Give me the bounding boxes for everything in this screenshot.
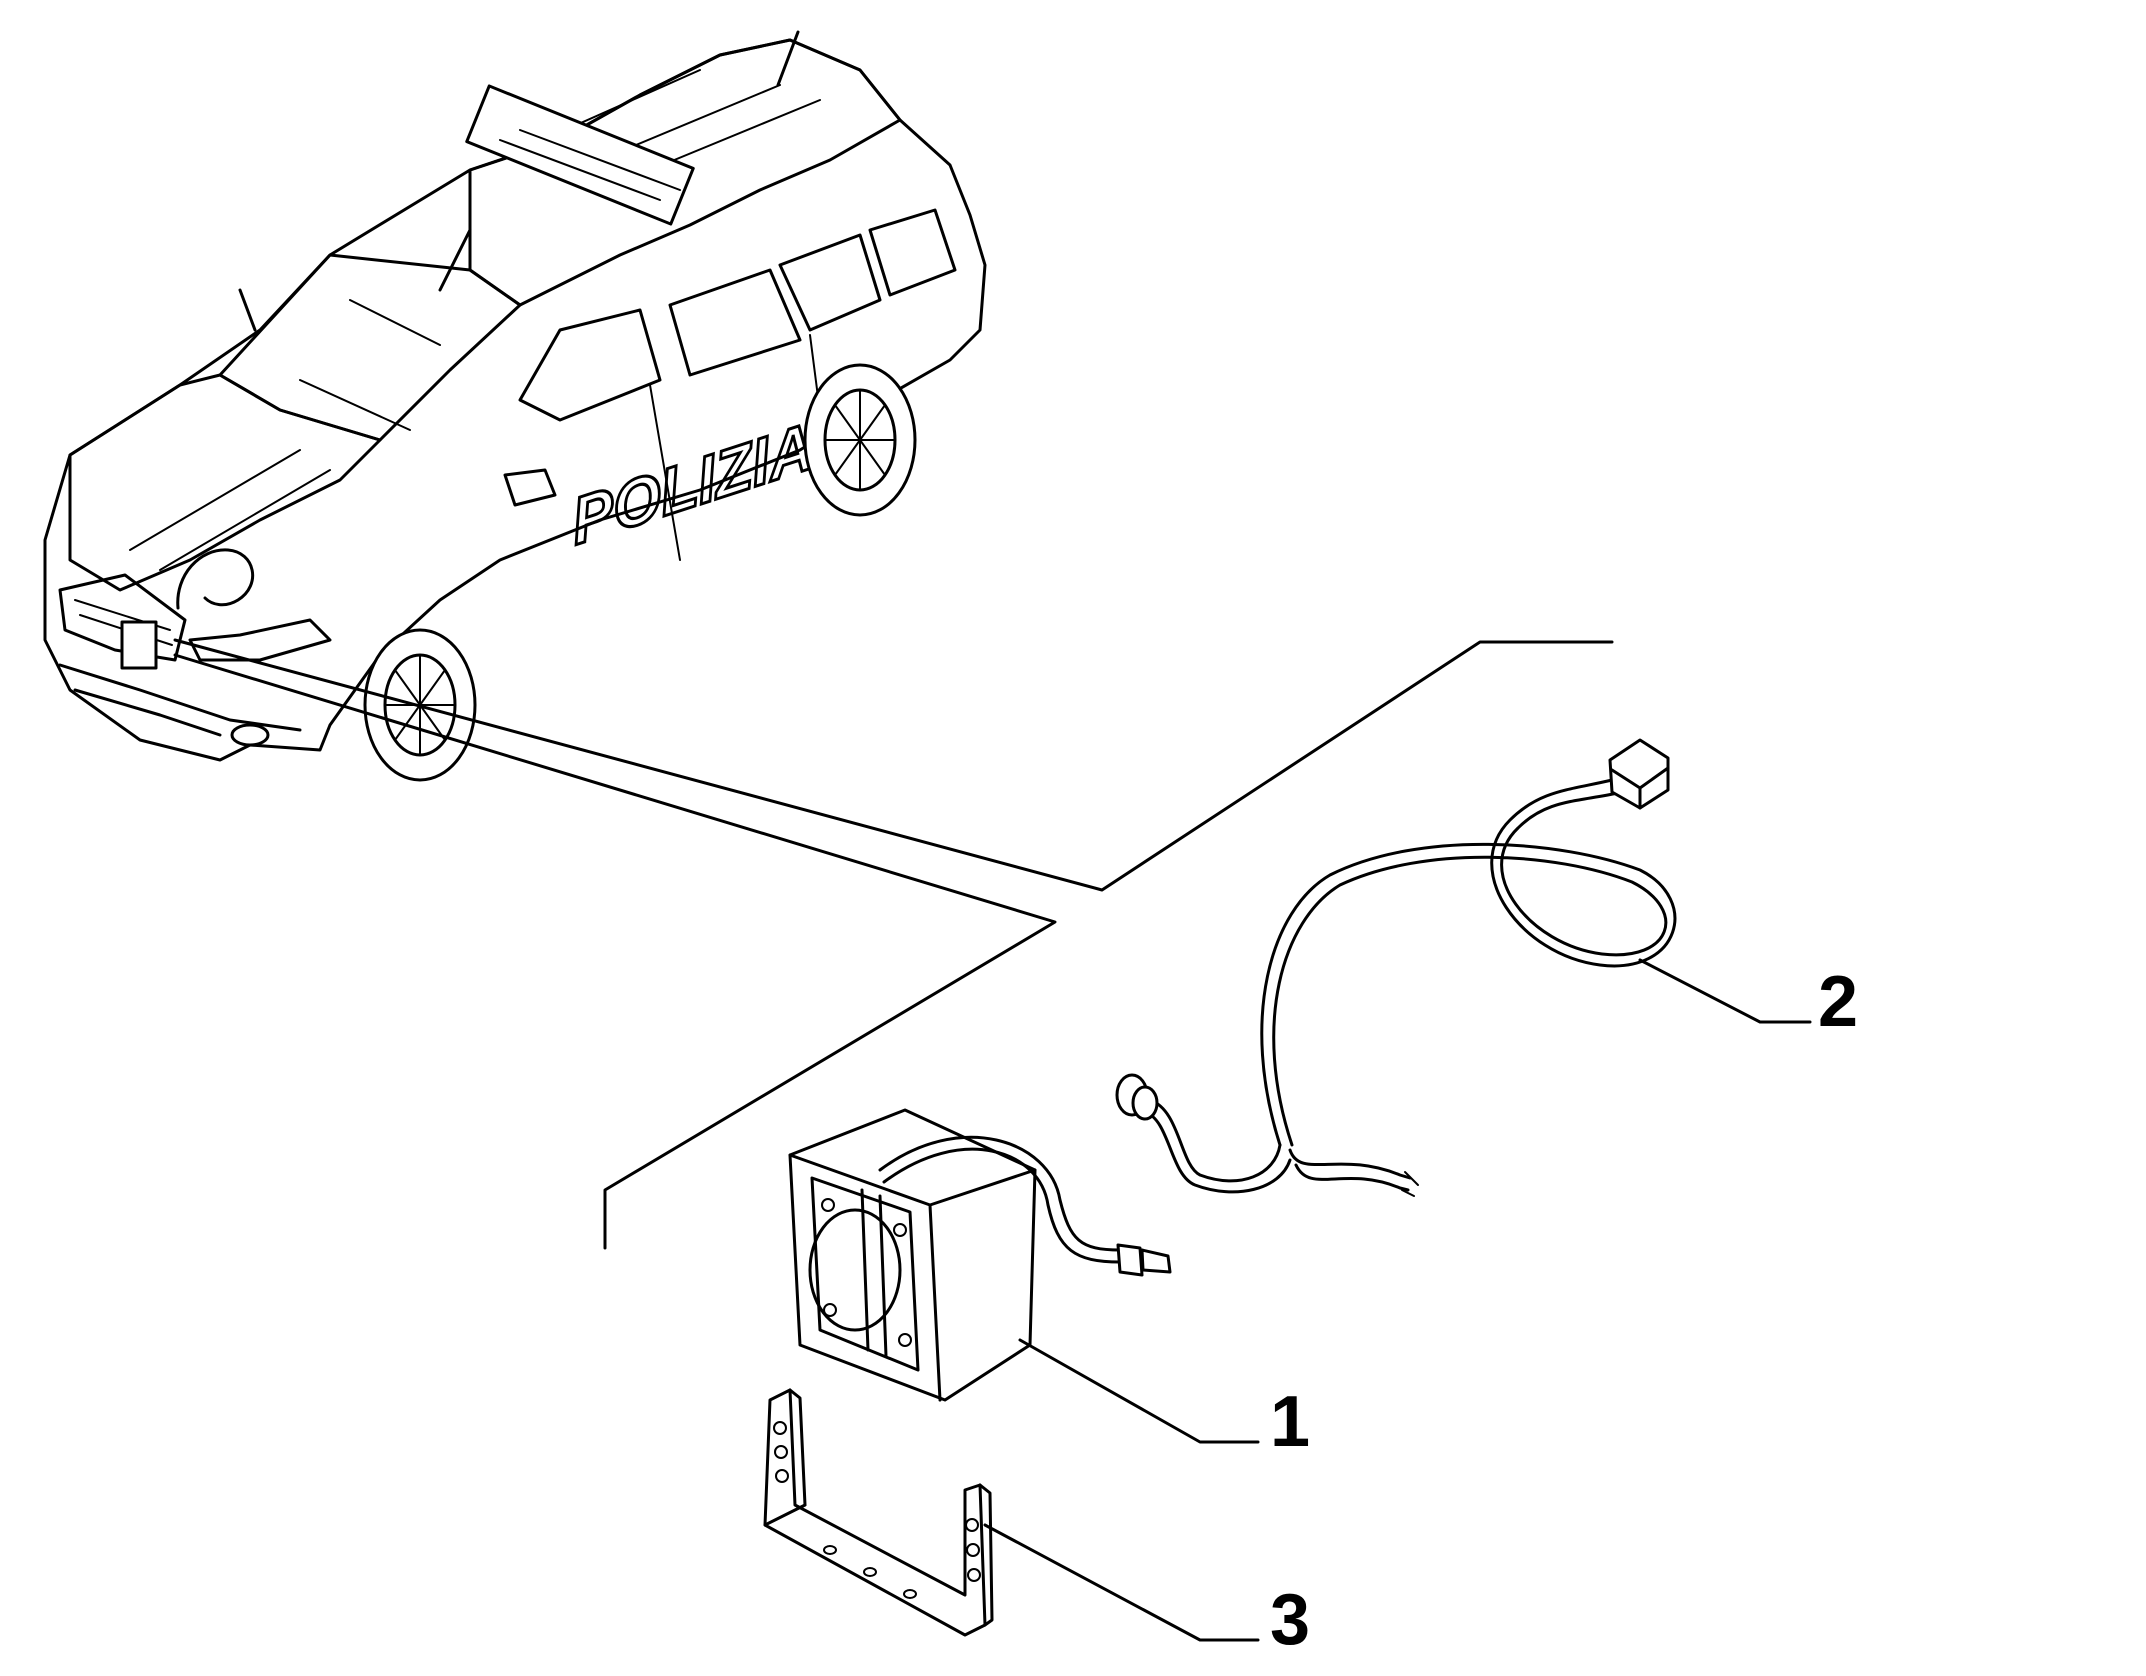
callout-part-1: 1 [1270,1382,1310,1462]
siren-speaker-unit [788,1108,1172,1402]
leader-part-2 [1638,958,1812,1024]
leader-lines [173,638,1614,1250]
light-bar [465,84,695,226]
leader-part-3 [983,1523,1260,1642]
mounting-bracket [763,1388,994,1637]
leader-part-1 [1018,1338,1260,1444]
police-car-illustration: POLIZIA [43,30,987,782]
callout-leaders [983,958,1812,1642]
wiring-harness [1115,738,1677,1197]
callout-part-3: 3 [1270,1580,1310,1660]
callout-part-2: 2 [1818,962,1858,1042]
